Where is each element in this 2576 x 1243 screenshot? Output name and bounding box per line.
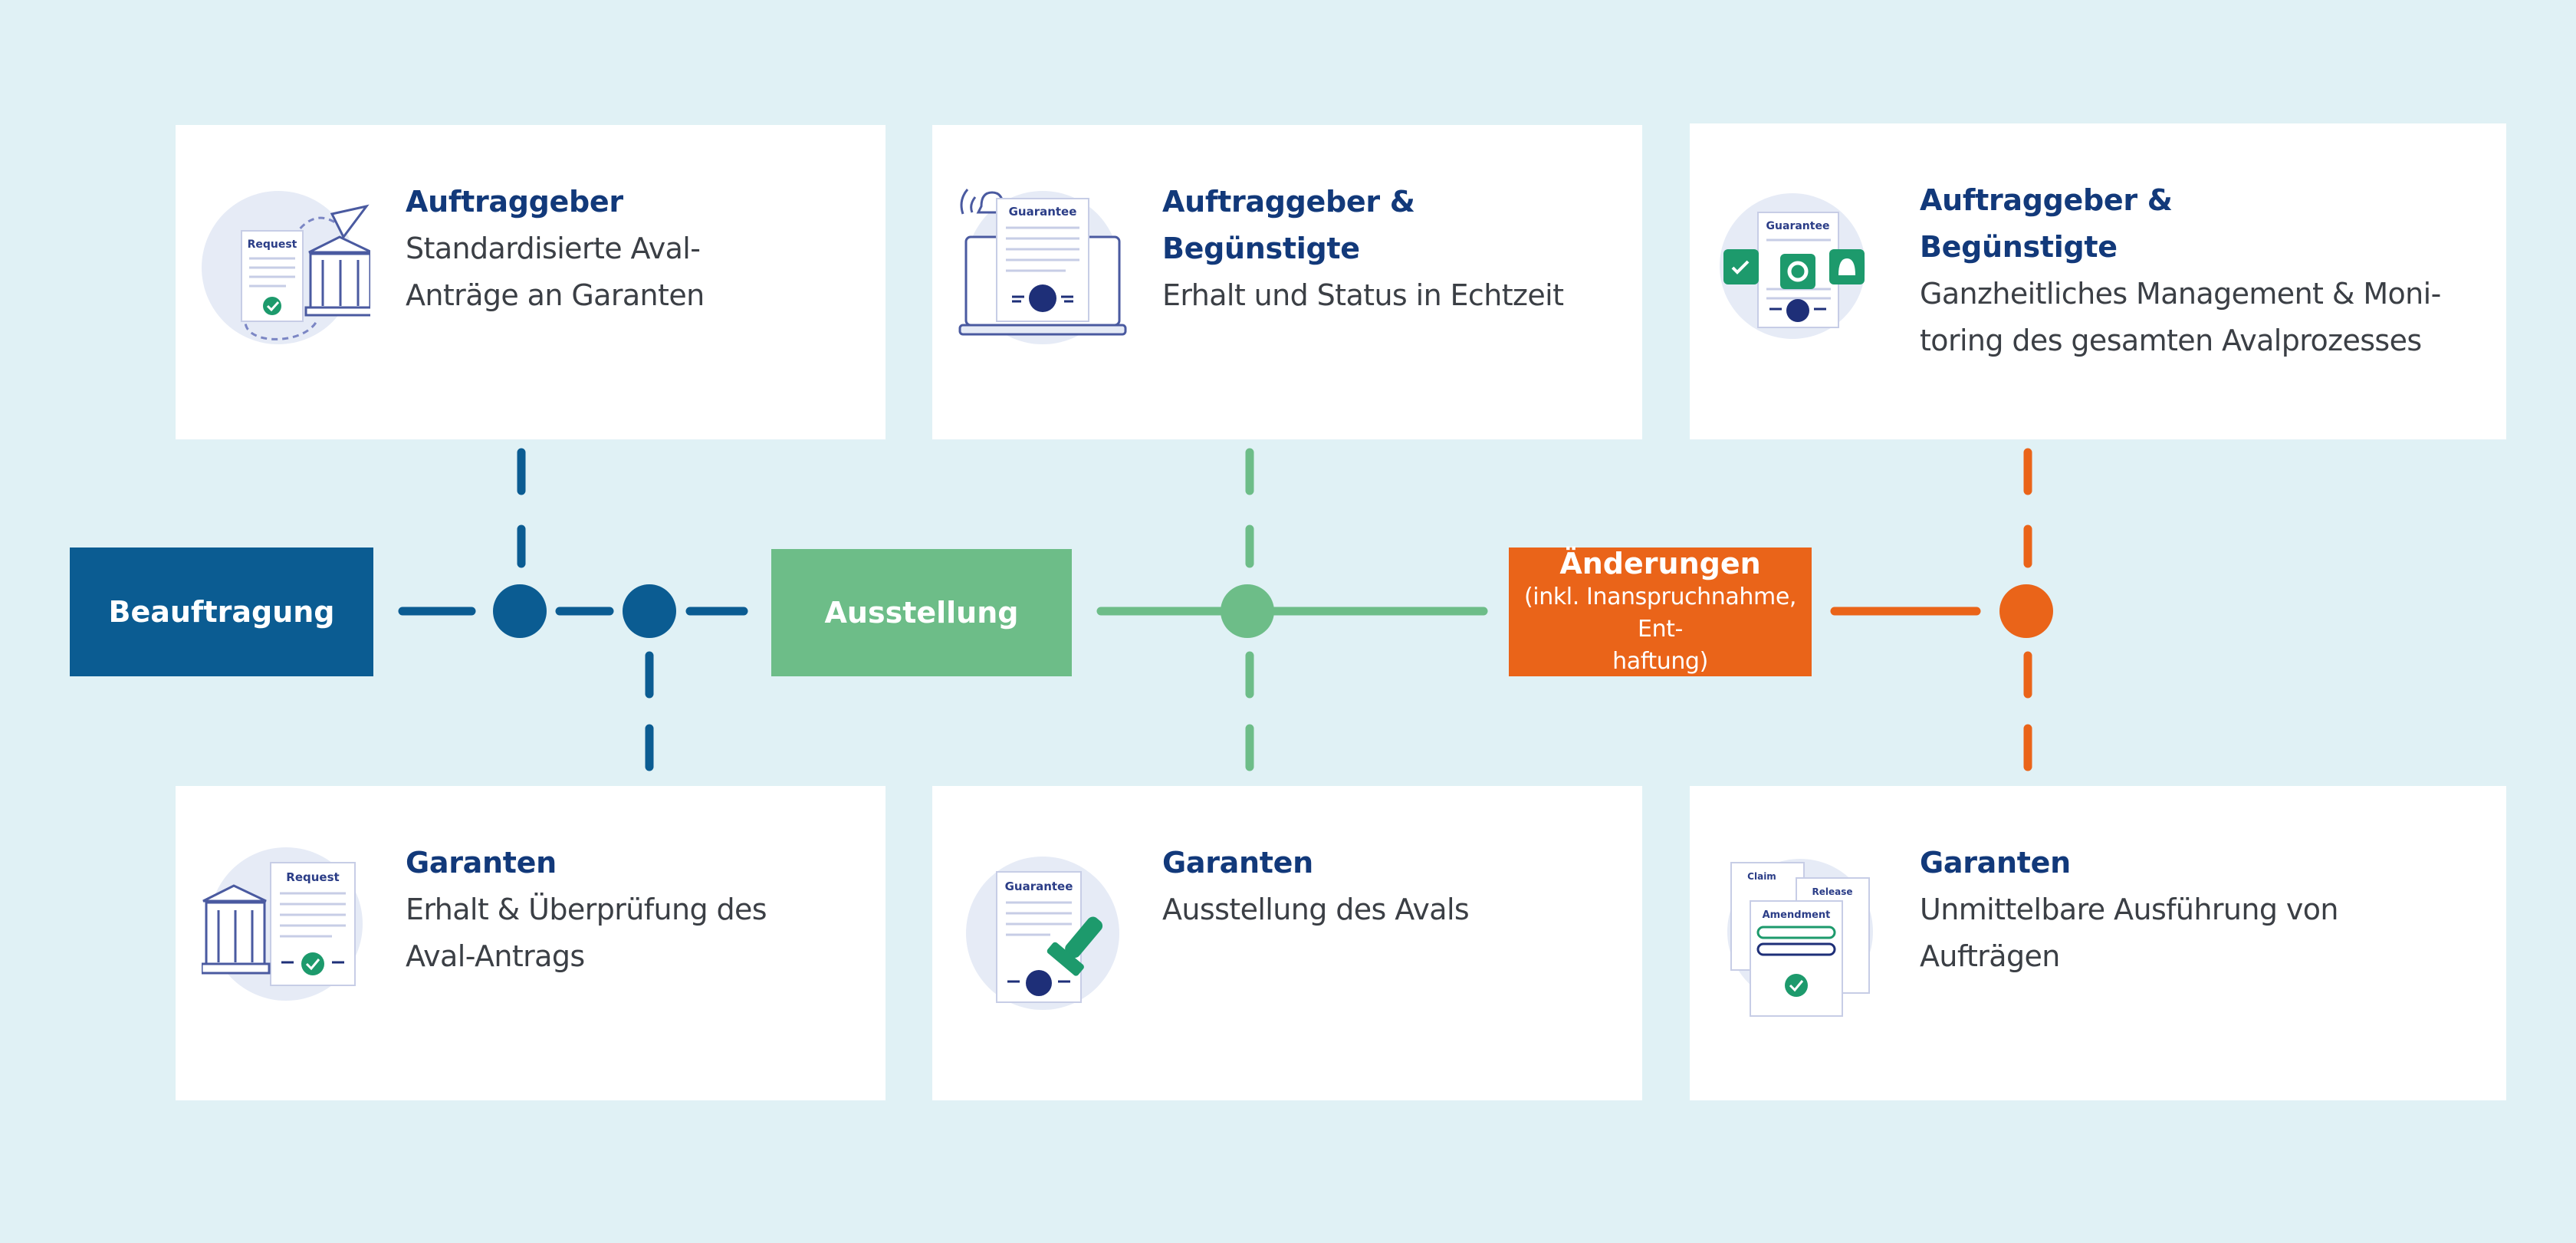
stage-sublabel: (inkl. Inanspruchnahme, Ent- haftung) [1523, 584, 1797, 675]
card-description: Ausstellung des Avals [1162, 893, 1470, 926]
stage-label: Beauftragung [108, 595, 335, 629]
stage-label: Änderungen [1559, 547, 1761, 580]
card-title: Garanten [1162, 846, 1313, 880]
stage-ausstellung: Ausstellung [771, 549, 1072, 676]
stage-label: Ausstellung [824, 596, 1019, 630]
connector-green [1096, 448, 1488, 771]
card-title: Auftraggeber & Begünstigte [1920, 183, 2173, 264]
bank-request-icon: Request [202, 183, 376, 352]
claim-amendment-icon: Claim Release Amendment [1716, 855, 1884, 1024]
card-title: Garanten [1920, 846, 2071, 880]
connector-node [1221, 584, 1274, 638]
card-description: Ganzheitliches Management & Moni- toring… [1920, 277, 2441, 357]
svg-text:Guarantee: Guarantee [1766, 220, 1830, 232]
guarantee-stamp-icon: Guarantee [958, 857, 1127, 1025]
card-auftraggeber-beguenstigte-status: Guarantee Auftraggeber & Begünstigte Erh… [932, 125, 1642, 439]
bank-request-check-icon: Request [200, 847, 370, 1016]
stage-beauftragung: Beauftragung [70, 548, 373, 676]
card-auftraggeber-beguenstigte-management: Guarantee Auftraggeber & Begünstigte Gan… [1690, 123, 2506, 439]
card-auftraggeber-antraege: Request Auftraggeber Standardisierte Ava… [176, 125, 886, 439]
svg-text:Guarantee: Guarantee [1005, 880, 1073, 893]
connector-orange [1830, 448, 2032, 771]
laptop-guarantee-icon: Guarantee [958, 183, 1127, 352]
connector-node [1999, 584, 2053, 638]
card-title: Garanten [406, 846, 557, 880]
svg-text:Request: Request [248, 238, 297, 251]
svg-text:Request: Request [286, 870, 339, 884]
card-garanten-ausstellung: Guarantee Garanten Ausstellung des Avals [932, 786, 1642, 1100]
connector-node [493, 584, 547, 638]
guarantee-dashboard-icon: Guarantee [1716, 182, 1884, 350]
card-description: Erhalt & Überprüfung des Aval-Antrags [406, 893, 767, 973]
svg-text:Release: Release [1812, 886, 1852, 897]
card-description: Standardisierte Aval- Anträge an Garante… [406, 232, 705, 312]
svg-text:Guarantee: Guarantee [1009, 205, 1077, 219]
svg-text:Amendment: Amendment [1763, 909, 1831, 921]
connector-node [623, 584, 676, 638]
card-garanten-ausfuehrung: Claim Release Amendment Garanten Unmitte… [1690, 786, 2506, 1100]
connector-blue [398, 448, 748, 771]
card-garanten-ueberpruefung: Request Garanten Erhalt & Überprüfung de… [176, 786, 886, 1100]
svg-text:Claim: Claim [1747, 871, 1776, 882]
card-description: Unmittelbare Ausführung von Aufträgen [1920, 893, 2339, 973]
stage-aenderungen: Änderungen (inkl. Inanspruchnahme, Ent- … [1509, 547, 1812, 676]
card-title: Auftraggeber & Begünstigte [1162, 185, 1415, 265]
card-description: Erhalt und Status in Echtzeit [1162, 278, 1564, 312]
card-title: Auftraggeber [406, 185, 623, 219]
